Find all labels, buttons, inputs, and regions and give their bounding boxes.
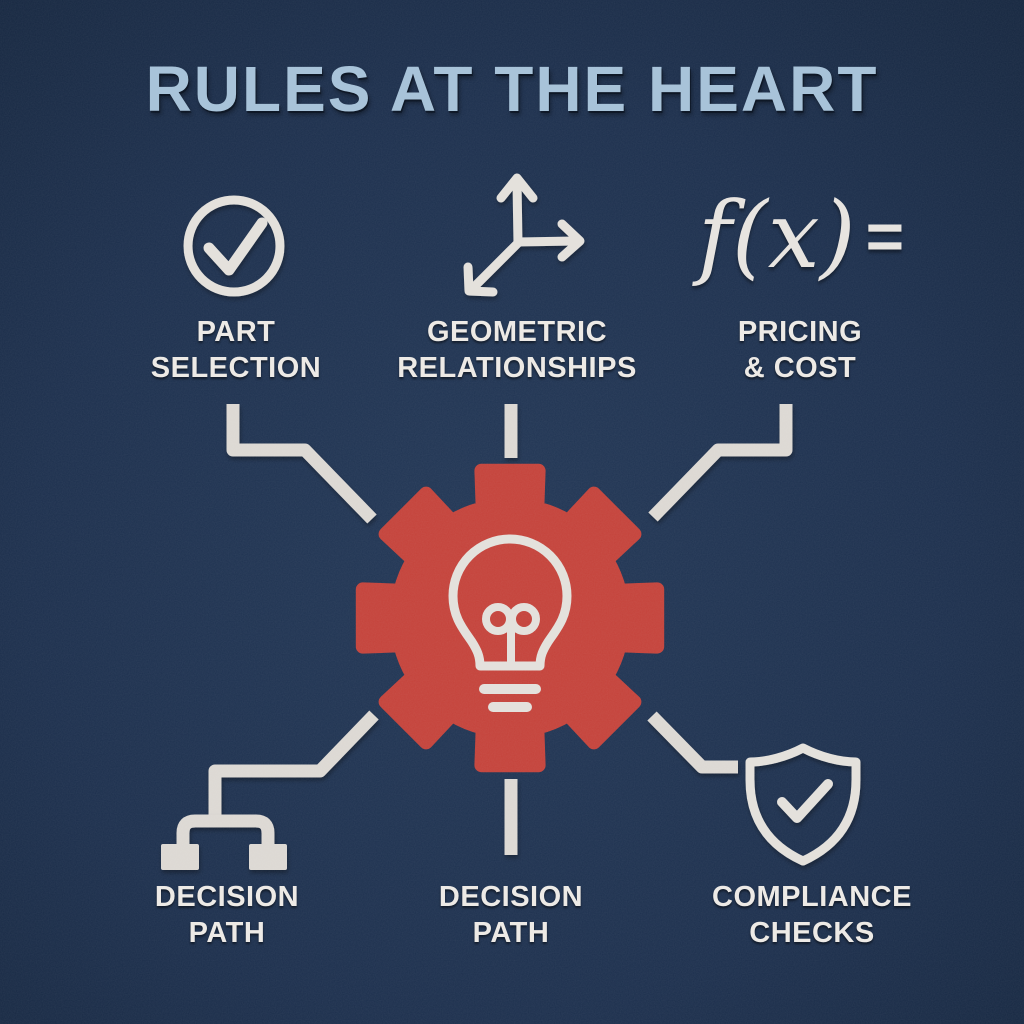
function-fx-icon: f(x) = [600, 176, 1000, 296]
page-title: RULES AT THE HEART [145, 53, 879, 125]
label-pricing-cost: PRICING & COST [737, 316, 863, 384]
fx-equals-text: = [865, 199, 905, 273]
label-part-selection: PART SELECTION [150, 316, 322, 384]
fx-text: f(x) [697, 182, 856, 289]
label-geometric-relationships: GEOMETRIC RELATIONSHIPS [397, 316, 637, 384]
label-compliance-checks: COMPLIANCE CHECKS [712, 881, 912, 949]
label-decision-path-left: DECISION PATH [154, 881, 300, 949]
label-decision-path-center: DECISION PATH [438, 881, 584, 949]
